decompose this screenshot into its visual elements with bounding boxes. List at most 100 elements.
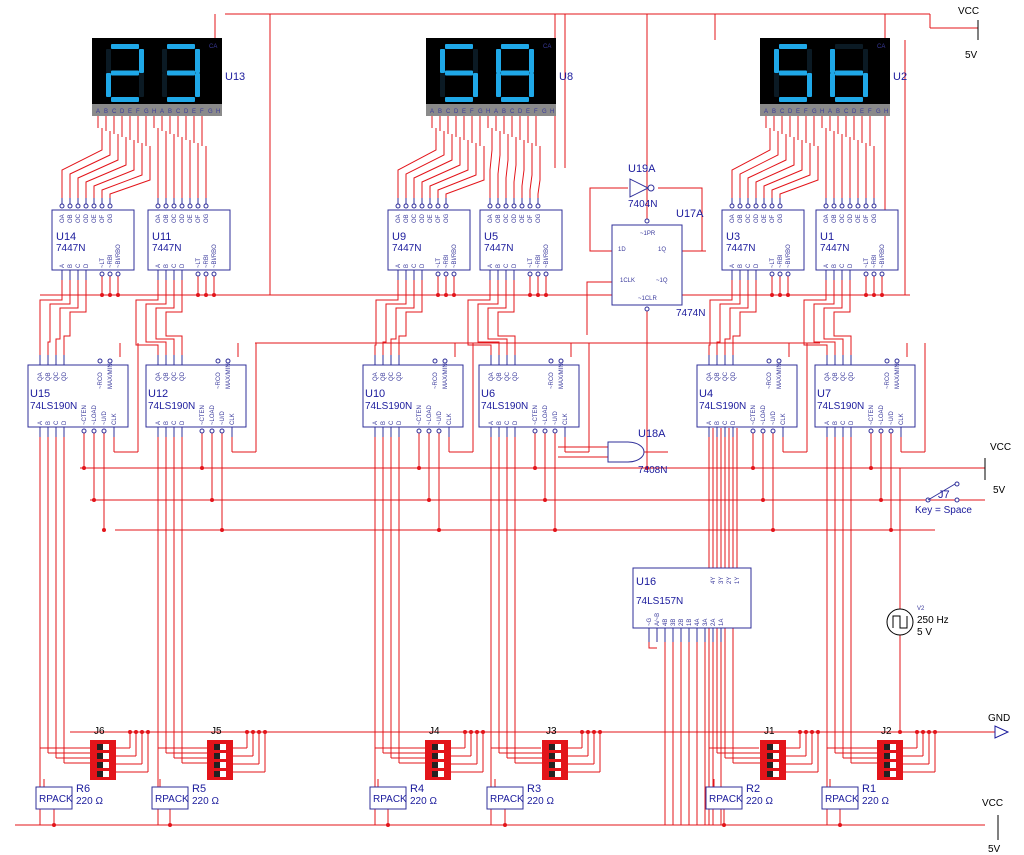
dip-toggle-knob: [432, 744, 438, 750]
vcc-volt-top: 5V: [965, 50, 978, 61]
counter-ref: U12: [148, 388, 168, 400]
junction-dot: [528, 293, 532, 297]
decoder-ref: U11: [152, 231, 171, 243]
counter-pin-label: QB: [497, 372, 503, 381]
pin-stub: [766, 358, 772, 364]
pin-stub: [535, 203, 541, 209]
junction-dot: [251, 730, 255, 734]
pin-stub: [215, 358, 221, 364]
source-freq: 250 Hz: [917, 615, 949, 626]
display-pin-label: E: [192, 109, 196, 115]
switch-contact: [954, 481, 960, 487]
display-segment: [111, 70, 139, 76]
pin-stub: [99, 271, 105, 277]
dip-ref: J4: [429, 726, 440, 737]
wire: [813, 280, 836, 355]
flipflop-pin-label: ~1CLR: [638, 296, 658, 302]
pin-stub: [107, 358, 113, 364]
decoder-pin-label: B: [832, 264, 838, 268]
display-pin-label: H: [152, 109, 156, 115]
decoder-pin-label: OB: [404, 214, 410, 223]
counter-ref: U4: [699, 388, 713, 400]
pin-stub: [776, 358, 782, 364]
decoder-pin-label: OB: [738, 214, 744, 223]
decoder-pin-label: OD: [84, 213, 90, 223]
wire: [537, 146, 541, 198]
counter-pin-label: D: [849, 420, 855, 425]
mux-pin-label: 2B: [679, 619, 685, 626]
junction-dot: [469, 730, 473, 734]
decoder-ref: U14: [56, 231, 76, 243]
counter-pin-label: ~RCO: [885, 372, 891, 389]
display-pin-label: G: [478, 109, 483, 115]
counter-pin-label: B: [715, 421, 721, 425]
display-segment: [162, 49, 167, 73]
display-pin-label: E: [860, 109, 864, 115]
display-ref: U13: [225, 71, 245, 83]
junction-dot: [869, 466, 873, 470]
display-pin-label: E: [526, 109, 530, 115]
display-pin-label: A: [828, 109, 832, 115]
counter-pin-label: QC: [389, 371, 395, 381]
decoder-pin-label: OC: [412, 213, 418, 223]
wire: [398, 280, 423, 355]
wire: [477, 280, 500, 355]
display-pin-label: F: [804, 109, 808, 115]
junction-dot: [580, 730, 584, 734]
mux-pin-label: 4Y: [711, 577, 717, 584]
junction-dot: [168, 823, 172, 827]
decoder-pin-label: OC: [746, 213, 752, 223]
square-wave-icon: [892, 615, 908, 629]
junction-dot: [927, 730, 931, 734]
counter-pin-label: MAX/MIN: [895, 363, 901, 389]
pin-stub: [59, 203, 65, 209]
junction-dot: [140, 730, 144, 734]
pin-stub: [548, 358, 554, 364]
gnd-symbol: [994, 725, 1010, 739]
wire: [779, 146, 819, 198]
counter-part: 74LS190N: [148, 401, 195, 412]
vcc-volt-bottom: 5V: [988, 844, 1001, 855]
decoder-body: [387, 209, 471, 271]
decoder-pin-label: C: [840, 263, 846, 268]
counter-part: 74LS190N: [30, 401, 77, 412]
pin-stub: [209, 428, 215, 434]
pin-stub: [760, 428, 766, 434]
rpack-value: 220 Ω: [527, 796, 554, 807]
display-pin-label: G: [208, 109, 213, 115]
counter-pin-label: C: [505, 420, 511, 425]
pin-stub: [863, 271, 869, 277]
counter-pin-label: QD: [62, 371, 68, 381]
wire: [135, 280, 159, 355]
mux-pin-label: 4B: [663, 619, 669, 626]
pin-stub: [527, 203, 533, 209]
rpack-value: 220 Ω: [862, 796, 889, 807]
dip-switch: J5: [207, 726, 233, 780]
decoder-pin-label: OC: [172, 213, 178, 223]
rpack-value: 220 Ω: [746, 796, 773, 807]
decoder-part: 7447N: [820, 243, 849, 254]
decoder-pin-label: OF: [436, 214, 442, 223]
decoder-body: [815, 209, 899, 271]
pin-stub: [884, 358, 890, 364]
inverter-body: [629, 178, 650, 198]
dip-ref: J1: [764, 726, 775, 737]
rpack-label: RPACK: [709, 794, 743, 805]
pin-stub: [863, 203, 869, 209]
junction-dot: [436, 293, 440, 297]
decoder-body: [51, 209, 135, 271]
decoder-pin-label: D: [512, 263, 518, 268]
junction-dot: [475, 730, 479, 734]
decoder-body: [721, 209, 805, 271]
display-pin-label: E: [462, 109, 466, 115]
counter-pin-label: QB: [381, 372, 387, 381]
decoder-pin-label: B: [404, 264, 410, 268]
counter-pin-label: ~CTEN: [82, 405, 88, 425]
counter-part: 74LS190N: [817, 401, 864, 412]
display-segment: [440, 73, 445, 97]
counter-pin-label: MAX/MIN: [108, 363, 114, 389]
junction-dot: [82, 466, 86, 470]
